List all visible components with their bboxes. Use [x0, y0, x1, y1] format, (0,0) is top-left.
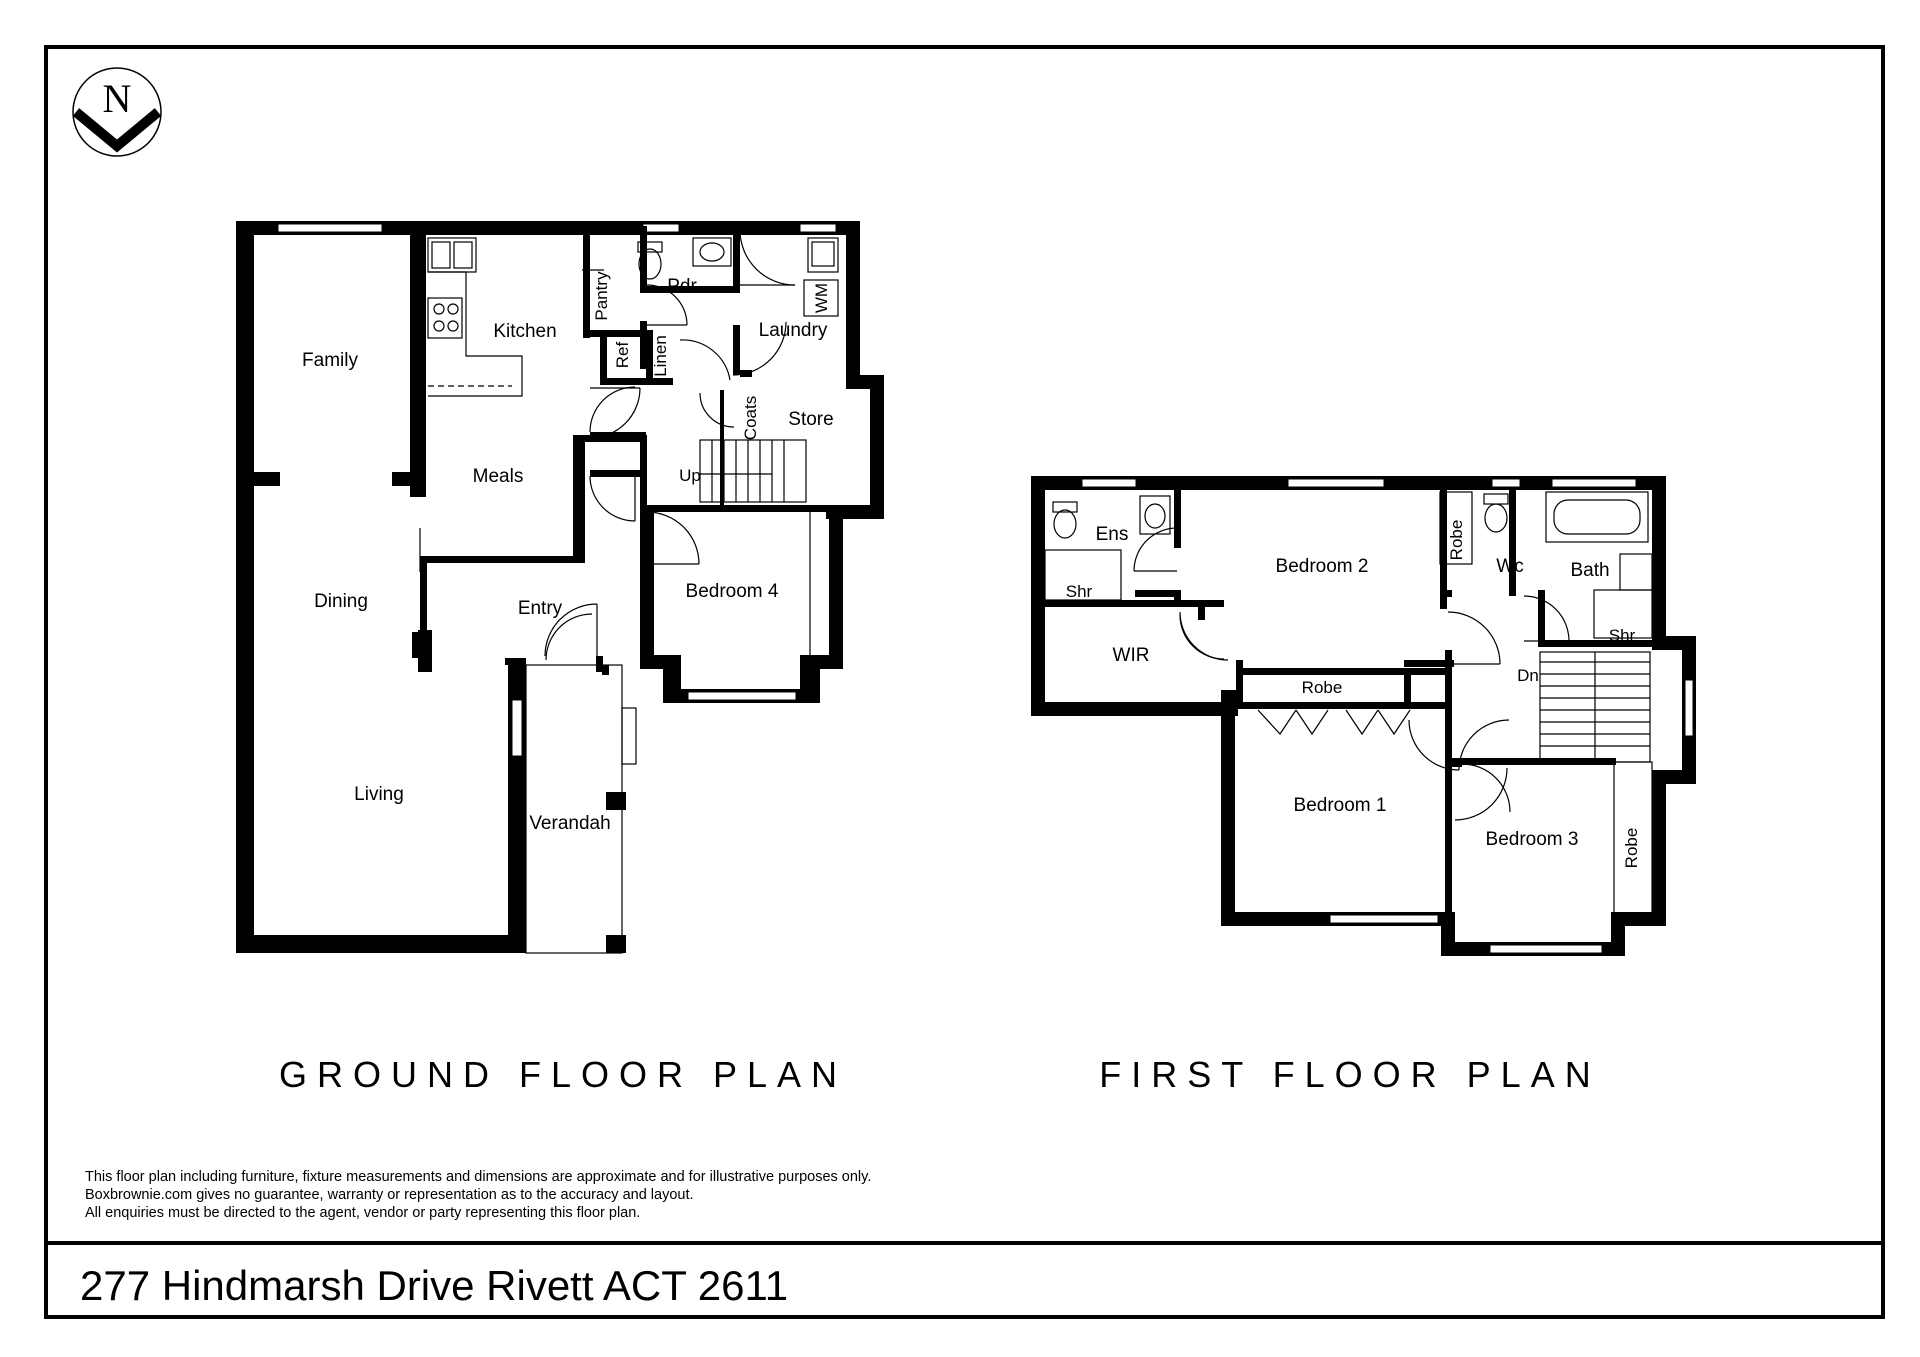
label-up: Up	[679, 466, 701, 485]
room-robe-bedroom-2: Robe	[1447, 520, 1466, 561]
room-bedroom-2: Bedroom 2	[1276, 556, 1369, 577]
room-wir: WIR	[1113, 645, 1150, 666]
room-family: Family	[302, 350, 358, 371]
room-pdr: Pdr	[667, 276, 697, 297]
north-letter: N	[103, 76, 132, 121]
window	[687, 691, 797, 701]
label-wm: WM	[812, 283, 831, 313]
room-entry: Entry	[518, 598, 563, 619]
room-living: Living	[354, 784, 404, 805]
first-floor-plan	[1031, 476, 1696, 956]
room-linen: Linen	[651, 335, 670, 377]
room-bedroom-1: Bedroom 1	[1294, 795, 1387, 816]
bath-fixtures	[1483, 491, 1653, 639]
north-arrow-icon: N	[72, 67, 162, 157]
room-bath-shower: Shr	[1609, 626, 1636, 645]
room-bedroom-3: Bedroom 3	[1486, 829, 1579, 850]
room-bedroom-4: Bedroom 4	[686, 581, 779, 602]
kitchen-fixtures	[427, 237, 604, 397]
room-ref: Ref	[613, 342, 632, 369]
disclaimer-line-2: Boxbrownie.com gives no guarantee, warra…	[85, 1187, 694, 1203]
laundry-fixtures	[803, 237, 839, 317]
property-address: 277 Hindmarsh Drive Rivett ACT 2611	[80, 1262, 788, 1309]
window	[1684, 679, 1694, 737]
room-meals: Meals	[473, 466, 524, 487]
sheet-border	[44, 45, 1885, 1319]
disclaimer-line-1: This floor plan including furniture, fix…	[85, 1169, 871, 1185]
room-wc: Wc	[1496, 556, 1523, 577]
room-robe-bedroom-3: Robe	[1622, 828, 1641, 869]
window	[277, 223, 383, 233]
stairs-up	[699, 439, 807, 503]
room-store: Store	[788, 409, 833, 430]
window	[1489, 944, 1603, 954]
window	[1551, 478, 1637, 488]
ensuite-fixtures	[1044, 495, 1171, 601]
label-dn: Dn	[1517, 666, 1539, 685]
window	[642, 223, 680, 233]
window	[1329, 914, 1439, 924]
room-pantry: Pantry	[592, 271, 611, 321]
window	[1081, 478, 1137, 488]
room-kitchen: Kitchen	[493, 321, 556, 342]
window	[799, 223, 837, 233]
room-ens: Ens	[1096, 524, 1129, 545]
room-laundry: Laundry	[759, 320, 828, 341]
ground-floor-title: GROUND FLOOR PLAN	[279, 1054, 847, 1095]
stairs-down	[1539, 651, 1651, 763]
ground-floor-plan	[236, 221, 884, 954]
pdr-fixtures	[637, 237, 732, 280]
room-verandah: Verandah	[529, 813, 610, 834]
disclaimer-line-3: All enquiries must be directed to the ag…	[85, 1205, 640, 1221]
window	[1287, 478, 1385, 488]
room-coats: Coats	[741, 396, 760, 440]
room-ens-shower: Shr	[1066, 582, 1093, 601]
first-floor-title: FIRST FLOOR PLAN	[1099, 1054, 1600, 1095]
room-dining: Dining	[314, 591, 368, 612]
room-robe-bedroom-1: Robe	[1302, 678, 1343, 697]
window	[1491, 478, 1521, 488]
room-bath: Bath	[1570, 560, 1609, 581]
